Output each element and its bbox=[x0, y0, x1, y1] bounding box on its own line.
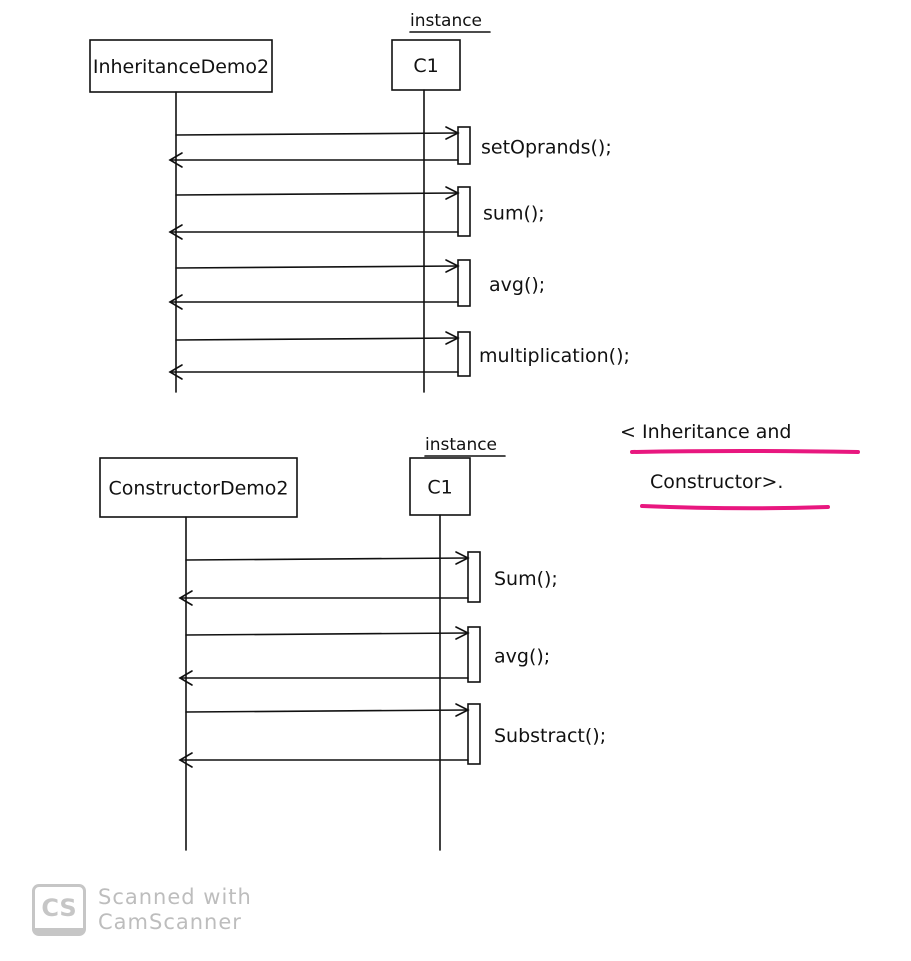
stereotype-label: instance bbox=[425, 435, 497, 455]
arrowhead-icon bbox=[445, 331, 460, 345]
message-label: Sum(); bbox=[494, 568, 558, 590]
callee-participant: C1 instance bbox=[391, 11, 491, 91]
participant-box bbox=[391, 39, 461, 91]
caller-participant: InheritanceDemo2 bbox=[89, 39, 273, 93]
participant-label: C1 bbox=[413, 55, 438, 77]
callee-participant: C1 instance bbox=[409, 435, 506, 516]
activation-box bbox=[457, 186, 471, 237]
activation-box bbox=[467, 551, 481, 603]
message-label: avg(); bbox=[494, 646, 550, 668]
message: multiplication(); bbox=[168, 331, 630, 380]
arrowhead-icon bbox=[445, 126, 460, 140]
arrowhead-icon bbox=[168, 294, 183, 310]
watermark-line1: Scanned with bbox=[98, 885, 252, 909]
call-arrow bbox=[185, 557, 469, 561]
arrowhead-icon bbox=[168, 364, 183, 380]
participant-label: InheritanceDemo2 bbox=[93, 56, 269, 78]
activation-box bbox=[457, 126, 471, 165]
call-arrow bbox=[185, 632, 469, 636]
note-line1: < Inheritance and bbox=[620, 421, 791, 443]
message: setOprands(); bbox=[168, 126, 612, 168]
arrowhead-icon bbox=[455, 703, 470, 717]
arrowhead-icon bbox=[445, 186, 460, 200]
arrowhead-icon bbox=[455, 626, 470, 640]
message: avg(); bbox=[168, 259, 545, 310]
message-label: Substract(); bbox=[494, 725, 606, 747]
note-line2: Constructor>. bbox=[650, 471, 783, 493]
participant-label: C1 bbox=[427, 477, 452, 499]
stereotype-label: instance bbox=[410, 11, 482, 31]
message-label: sum(); bbox=[483, 203, 545, 225]
camscanner-logo: CS bbox=[32, 884, 86, 936]
message: sum(); bbox=[168, 186, 545, 240]
message-label: setOprands(); bbox=[481, 137, 612, 159]
message-label: multiplication(); bbox=[479, 345, 630, 367]
sequence-diagram-1: InheritanceDemo2 C1 instance setOprands(); s… bbox=[89, 11, 630, 393]
call-arrow bbox=[185, 709, 469, 713]
activation-box bbox=[467, 626, 481, 683]
arrowhead-icon bbox=[178, 670, 193, 686]
note-underline bbox=[630, 449, 860, 454]
message: Substract(); bbox=[178, 703, 606, 768]
participant-box bbox=[99, 457, 298, 518]
caller-participant: ConstructorDemo2 bbox=[99, 457, 298, 518]
message: Sum(); bbox=[178, 551, 558, 606]
message: avg(); bbox=[178, 626, 550, 686]
watermark-line2: CamScanner bbox=[98, 910, 242, 934]
note-underline bbox=[640, 504, 830, 511]
activation-box bbox=[467, 703, 481, 765]
call-arrow bbox=[175, 192, 459, 196]
activation-box bbox=[457, 331, 471, 377]
arrowhead-icon bbox=[178, 590, 193, 606]
activation-box bbox=[457, 259, 471, 307]
participant-box bbox=[89, 39, 273, 93]
camscanner-watermark: CS Scanned with CamScanner bbox=[32, 884, 252, 936]
arrowhead-icon bbox=[455, 551, 470, 565]
message-label: avg(); bbox=[489, 274, 545, 296]
arrowhead-icon bbox=[168, 152, 183, 168]
call-arrow bbox=[175, 132, 459, 136]
call-arrow bbox=[175, 265, 459, 269]
call-arrow bbox=[175, 337, 459, 341]
participant-label: ConstructorDemo2 bbox=[108, 478, 288, 500]
arrowhead-icon bbox=[178, 752, 193, 768]
arrowhead-icon bbox=[168, 224, 183, 240]
arrowhead-icon bbox=[445, 259, 460, 273]
